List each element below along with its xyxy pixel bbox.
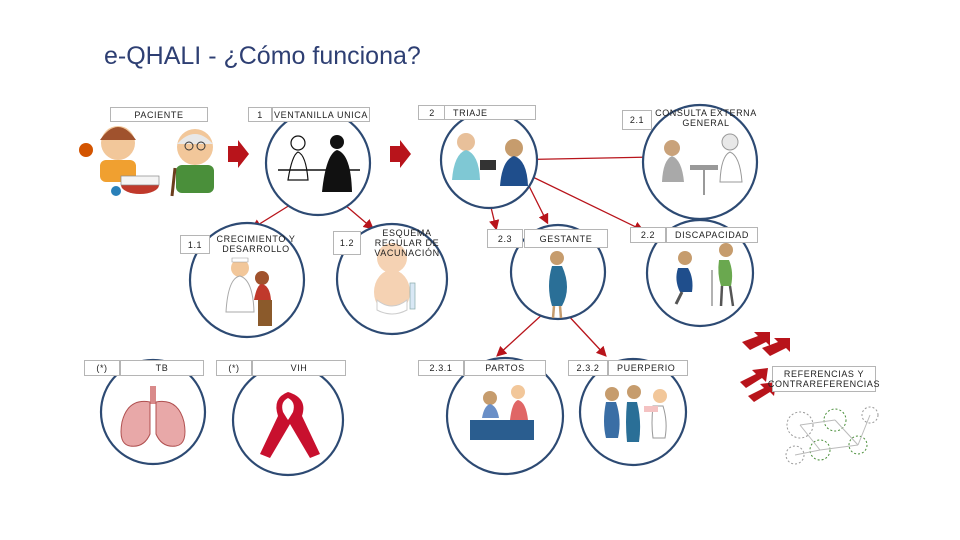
page-title: e-QHALI - ¿Cómo funciona? (104, 42, 421, 70)
label-discapacidad: DISCAPACIDAD (666, 227, 758, 243)
label-crecimiento-desarrollo: CRECIMIENTO Y DESARROLLO (216, 234, 296, 254)
label-step-1-1: 1.1 (180, 235, 210, 254)
forward-arrow-icon (228, 140, 411, 168)
label-asterisk-vih: (*) (216, 360, 252, 376)
disability-icon (674, 243, 735, 307)
label-vih: VIH (252, 360, 346, 376)
arrow-gestante-to-puerperio (564, 311, 607, 357)
label-gestante: GESTANTE (524, 229, 608, 248)
label-esquema-vacunacion: ESQUEMA REGULAR DE VACUNACIÓN (374, 228, 440, 258)
label-triaje: TRIAJE (444, 105, 536, 120)
label-tb: TB (120, 360, 204, 376)
label-ventanilla-unica: VENTANILLA UNICA (272, 107, 370, 122)
postpartum-icon (604, 385, 667, 442)
label-step-1-2: 1.2 (333, 231, 361, 255)
nurse-child-icon (225, 257, 272, 326)
crecimiento-circle (188, 221, 306, 339)
pregnant-woman-icon (549, 251, 567, 319)
triage-icon (452, 133, 528, 186)
lungs-icon (120, 386, 186, 447)
label-puerperio: PUERPERIO (608, 360, 688, 376)
arrow-ventanilla-to-vacunacion (344, 204, 374, 230)
partos-circle (445, 356, 565, 476)
consultation-icon (662, 133, 743, 195)
label-step-2-1: 2.1 (622, 110, 652, 130)
hiv-ribbon-icon (260, 392, 320, 458)
label-step-2-3-2: 2.3.2 (568, 360, 608, 376)
label-partos: PARTOS (464, 360, 546, 376)
arrow-gestante-to-partos (496, 311, 546, 357)
label-referencias: REFERENCIAS Y CONTRAREFERENCIAS (768, 366, 880, 392)
birth-icon (470, 385, 534, 440)
label-paciente: PACIENTE (110, 107, 208, 122)
label-step-2-2: 2.2 (630, 227, 666, 243)
reception-icon (278, 135, 360, 192)
referral-network-icon (785, 406, 879, 465)
referral-arrows-icon (740, 332, 790, 402)
ventanilla-circle (264, 109, 372, 217)
label-step-2-3-1: 2.3.1 (418, 360, 464, 376)
patient-icon (79, 126, 214, 197)
label-step-1: 1 (248, 107, 272, 122)
label-asterisk-tb: (*) (84, 360, 120, 376)
label-step-2: 2 (418, 105, 446, 120)
label-consulta-externa: CONSULTA EXTERNA GENERAL (655, 108, 757, 128)
baby-vaccine-icon (374, 243, 416, 315)
label-step-2-3: 2.3 (487, 229, 523, 248)
